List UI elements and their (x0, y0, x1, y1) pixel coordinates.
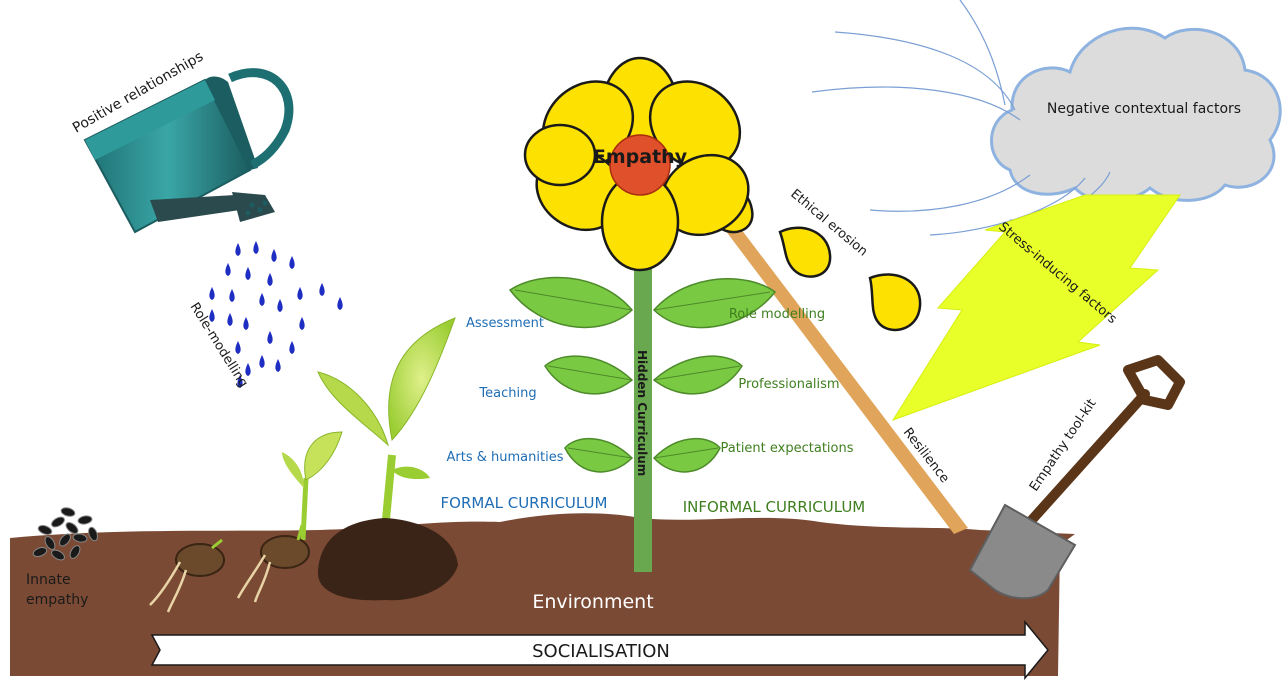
informal-item-patient-expectations: Patient expectations (721, 441, 854, 456)
rain-drop (337, 297, 342, 310)
environment-label: Environment (532, 591, 653, 613)
rain-drop (297, 287, 302, 300)
formal-item-arts: Arts & humanities (447, 450, 564, 465)
rain-drop (227, 313, 232, 326)
small-sprout (282, 432, 342, 540)
formal-item-assessment: Assessment (466, 316, 544, 331)
rain-drop (209, 287, 214, 300)
innate-label-line2: empathy (26, 592, 88, 608)
rain-drop (271, 249, 276, 262)
rain-drop (259, 293, 264, 306)
rain-drop (243, 317, 248, 330)
rain-drop (275, 359, 280, 372)
spade (970, 360, 1180, 598)
rain-drop (289, 341, 294, 354)
informal-item-professionalism: Professionalism (738, 377, 839, 392)
rain-drop (259, 355, 264, 368)
rain-drop (225, 263, 230, 276)
formal-curriculum-label: FORMAL CURRICULUM (441, 494, 608, 512)
rain-drop (235, 243, 240, 256)
role-modelling-rain-label: Role-modelling (187, 300, 251, 390)
rain-drop (245, 267, 250, 280)
informal-item-role-modelling: Role modelling (729, 307, 825, 322)
rain-drop (229, 289, 234, 302)
socialisation-label: SOCIALISATION (532, 641, 670, 662)
rain-drop (289, 256, 294, 269)
formal-item-teaching: Teaching (478, 386, 536, 401)
empathy-label: Empathy (593, 146, 688, 168)
rain-drop (277, 299, 282, 312)
rain-drop (235, 341, 240, 354)
rain-drop (253, 241, 258, 254)
big-sprout (318, 318, 455, 530)
cloud-label: Negative contextual factors (1047, 101, 1241, 117)
rain-drop (267, 273, 272, 286)
innate-label-line1: Innate (26, 572, 71, 588)
rain-drop (267, 331, 272, 344)
hidden-curriculum-label: Hidden Curriculum (635, 350, 649, 476)
informal-curriculum-label: INFORMAL CURRICULUM (683, 498, 866, 516)
rain-drop (319, 283, 324, 296)
rain-drop (299, 317, 304, 330)
